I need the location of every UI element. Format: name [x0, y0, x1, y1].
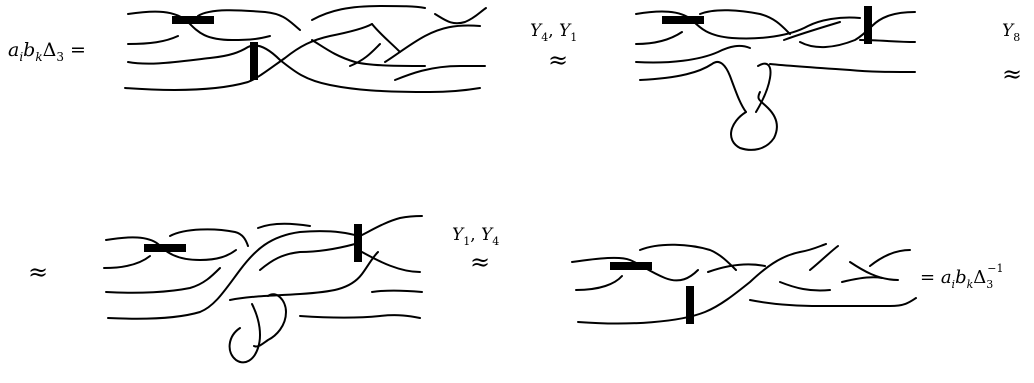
braid-diagram-2 [635, 6, 916, 151]
move-1: Y4, Y1 ≈ [530, 21, 577, 74]
move-1-symbol: ≈ [548, 46, 568, 74]
braid-diagram-1 [124, 5, 487, 93]
lhs-expression: aibkΔ3 = [8, 39, 86, 64]
move-3-symbol: ≈ [28, 258, 48, 286]
move-2-symbol: ≈ [1002, 60, 1022, 88]
braid-diagram-4 [571, 243, 917, 325]
move-4-label: Y1, Y4 [452, 225, 499, 248]
braid-diagram-3 [103, 215, 423, 364]
move-2-label: Y8 [1002, 21, 1020, 44]
move-2: Y8 ≈ [1002, 21, 1022, 88]
move-4: Y1, Y4 ≈ [452, 225, 499, 276]
rhs-expression: = aibkΔ3−1 [920, 262, 1004, 291]
move-4-symbol: ≈ [470, 248, 490, 276]
move-1-label: Y4, Y1 [530, 21, 577, 44]
